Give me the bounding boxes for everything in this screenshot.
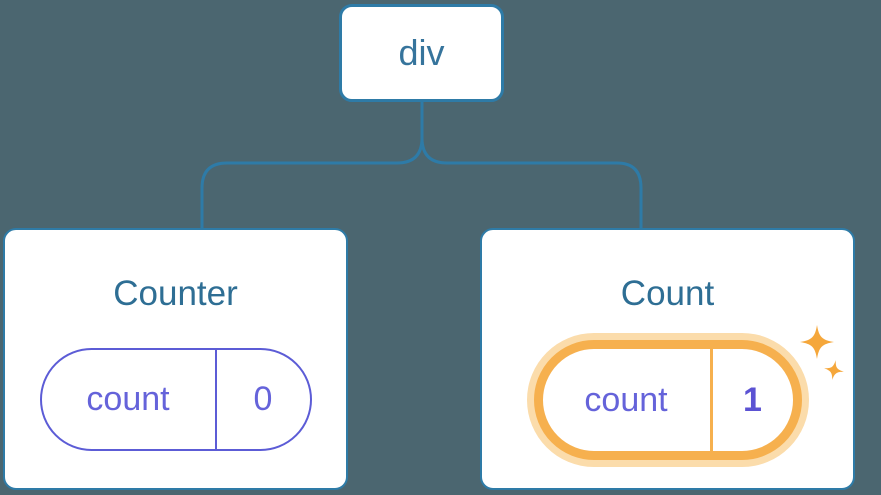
- card-title: Counter: [113, 274, 238, 313]
- sparkle-icon: [800, 325, 844, 380]
- card-title: Count: [620, 274, 715, 313]
- component-card-count: Count count 1: [480, 228, 855, 490]
- state-label: count: [543, 349, 713, 451]
- state-pill-highlighted: count 1: [533, 340, 802, 460]
- root-node-label: div: [398, 32, 445, 73]
- component-card-counter: Counter count 0: [3, 228, 348, 490]
- state-value: 0: [253, 380, 273, 418]
- state-label: count: [42, 350, 217, 449]
- root-node-div: div: [339, 4, 504, 102]
- state-pill: count 0: [39, 348, 312, 451]
- state-value: 1: [743, 380, 762, 419]
